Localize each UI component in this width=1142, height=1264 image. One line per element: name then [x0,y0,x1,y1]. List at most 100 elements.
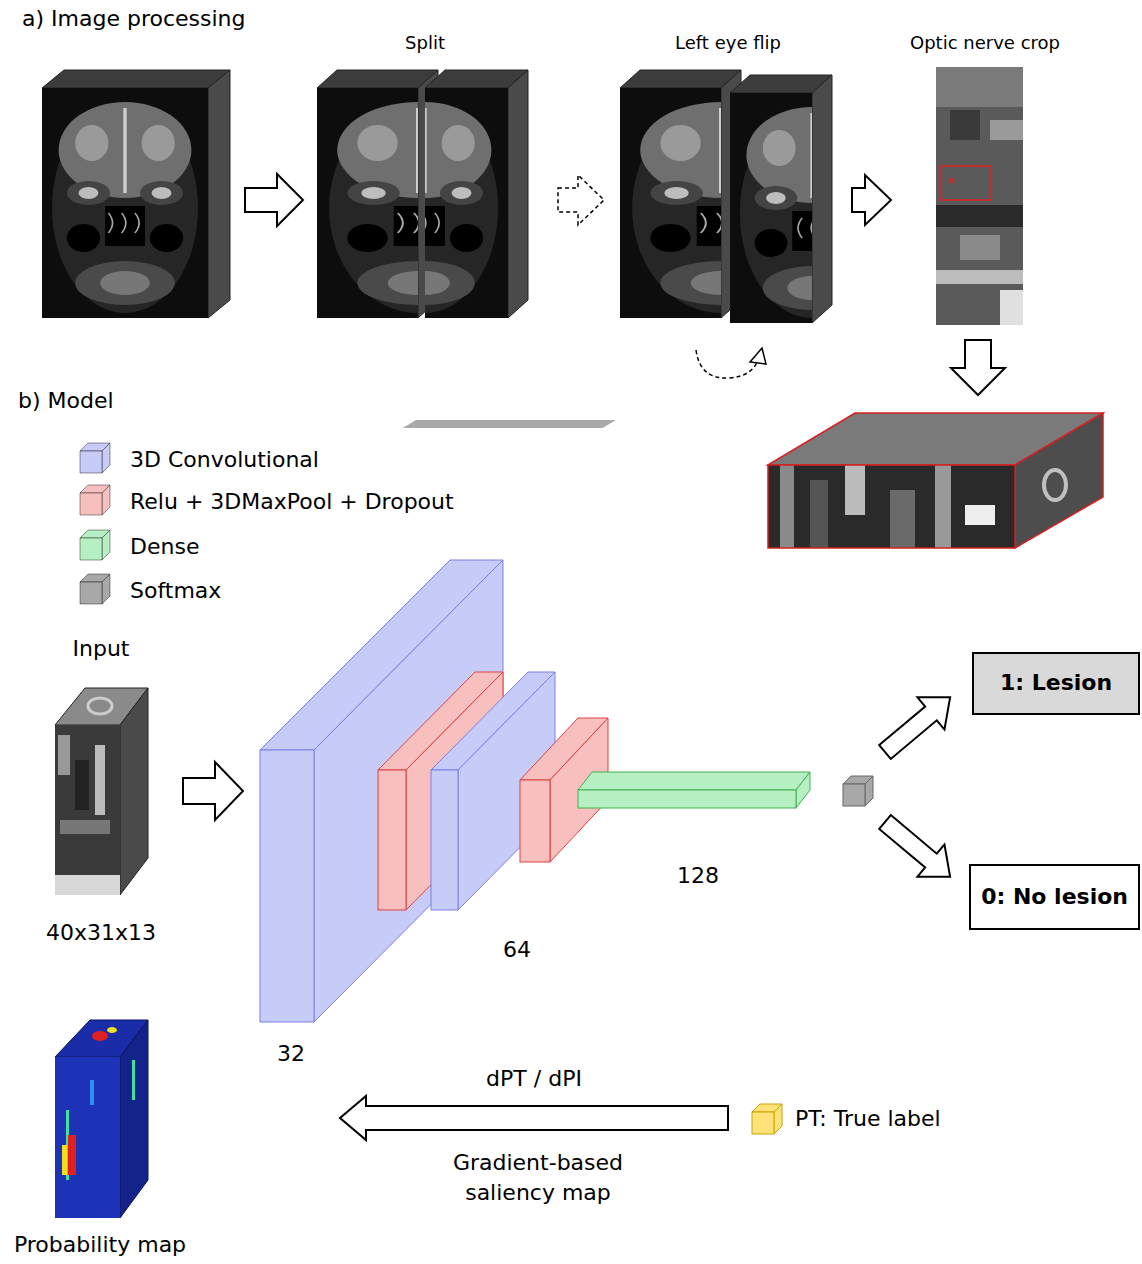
probability-volume [55,1057,120,1218]
node-text: 128 [677,863,719,889]
true-label-cube [774,1104,782,1134]
legend-swatch [80,582,102,604]
legend-text: Relu + 3DMaxPool + Dropout [130,489,454,515]
cropped-volume [845,465,865,515]
optic-crop-image [936,270,1023,284]
node-text: 64 [503,937,531,963]
legend-swatch [78,528,114,564]
node-text: 32 [277,1041,305,1067]
node-text: PT: True label [795,1106,941,1132]
optic-crop-image [1000,290,1023,325]
probability-volume [107,1027,117,1033]
flipped-volumes [730,93,894,323]
optic-crop-image [936,205,1023,227]
diagram-node: 32 [255,555,510,1070]
section-label: a) Image processing [22,6,246,32]
node-text: Left eye flip [675,32,781,54]
cropped-volume [768,465,1015,548]
dense-block [796,772,810,808]
input-volume [95,745,105,815]
legend-swatch [78,572,114,608]
probability-volume [90,1080,94,1105]
flipped-volumes [620,70,894,323]
diagram-node: 64 [425,665,615,965]
input-volume [60,820,110,834]
node-text: 0: No lesion [981,884,1128,910]
conv-block [431,672,555,910]
node-text: 1: Lesion [1000,670,1112,696]
node-text: Split [405,32,445,54]
node-text: Input [73,636,130,662]
edge-label: dPT / dPI [483,1066,585,1092]
probability-volume [92,1031,108,1041]
split-volumes [317,88,519,318]
legend-text: Dense [130,534,199,560]
mri-volume [42,70,230,88]
diagram-node: Split [310,32,540,332]
cropped-volume [1015,413,1103,548]
down-arrow [951,340,1005,395]
node-text: Probability map [14,1232,186,1258]
cropped-volume [935,465,951,548]
input-volume [75,760,89,810]
cropped-volume [403,420,616,428]
legend-swatch [102,443,110,473]
split-volumes [508,70,528,318]
process-arrow [245,174,303,226]
node-text: Optic nerve crop [910,32,1060,54]
probability-volume [120,1020,148,1218]
mri-volume [208,70,230,318]
optic-crop-image [949,178,954,183]
conv-block [260,750,314,1022]
legend-swatch [102,530,110,560]
output-arrow [872,806,964,893]
cropped-volume [890,490,915,548]
legend-swatch [78,441,114,477]
softmax-cube [865,776,873,806]
flipped-volumes [730,93,894,323]
optic-crop-image [950,110,980,140]
output-arrow [872,806,964,893]
dense-block [578,772,810,808]
optic-crop-image [936,67,1023,325]
pool-block [520,780,550,862]
diagram-node: Probability map [5,1010,195,1258]
probability-volume [62,1145,67,1175]
input-volume [55,688,148,895]
input-volume [55,725,120,895]
legend-swatch [102,574,110,604]
probability-volume [68,1135,76,1175]
block-arrow [852,175,891,225]
legend-text: Softmax [130,578,221,604]
split-volumes [317,70,438,88]
input-volume [58,735,70,775]
dense-block [578,790,796,808]
diagram-node: Optic nerve crop [895,32,1075,332]
split-volumes [317,70,528,318]
dense-block [578,772,810,790]
softmax-cube [843,784,865,806]
block-arrow [558,175,604,225]
cropped-volume [1044,470,1066,500]
node-text: 40x31x13 [46,920,156,946]
cropped-volume [768,465,1015,548]
probability-volume [55,1020,148,1218]
flip-arrow [750,348,766,364]
flip-arrow [696,348,766,378]
block-arrow [183,762,243,820]
split-volumes [317,88,519,318]
legend-swatch [80,493,102,515]
output-box: 0: No lesion [969,864,1140,930]
output-arrow [872,681,964,768]
optic-crop-image [936,67,1023,325]
legend-swatch [80,538,102,560]
legend-swatch [102,485,110,515]
true-label-cube [752,1104,782,1134]
flip-arrow [696,350,758,378]
flipped-volumes [812,75,832,323]
true-label-cube [752,1112,774,1134]
conv-block [431,770,458,910]
split-volumes [342,88,508,318]
